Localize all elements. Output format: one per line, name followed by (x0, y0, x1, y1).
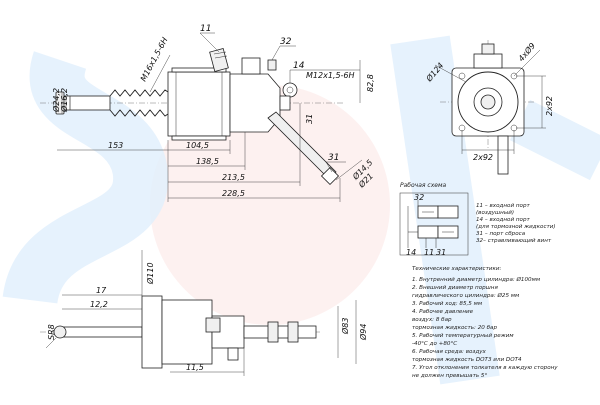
dim-sr8: SR8 (47, 324, 56, 340)
scheme-port-32: 32 (414, 193, 424, 202)
spec-line: 2. Внешний диаметр поршня (412, 285, 498, 291)
bottom-view: Ø110 17 12,2 SR8 Ø83 Ø94 11,5 (40, 250, 368, 376)
legend-line: 11 – входной порт (476, 203, 530, 209)
legend-line: (воздушный) (476, 210, 515, 216)
callout-11: 11 (200, 24, 211, 34)
dim-dia-83: Ø83 (340, 318, 350, 335)
dim-dia-94: Ø94 (358, 324, 368, 341)
callout-31: 31 (328, 153, 339, 163)
front-view: Ø124 4xØ9 2x92 2x92 (423, 40, 554, 175)
scheme-title: Рабочая схема (400, 182, 447, 189)
side-view: Ø24,2 Ø16,2 M16x1,5-6H 11 32 14 M12x1,5-… (40, 24, 375, 202)
spec-line: 6. Рабочая среда: воздух (412, 349, 486, 355)
spec-line: не должен превышать 5° (412, 373, 488, 379)
scheme-port-31: 31 (436, 248, 446, 257)
dim-228-5: 228,5 (222, 189, 245, 198)
dim-dia-24-2: Ø24,2 (51, 88, 61, 113)
dim-213-5: 213,5 (222, 173, 245, 182)
spec-line: 1. Внутренний диаметр цилиндра: Ø100мм (412, 277, 541, 283)
dim-104-5: 104,5 (186, 141, 209, 150)
dim-31: 31 (305, 114, 314, 124)
legend-line: (для тормозной жидкости) (476, 224, 556, 230)
dim-12-2: 12,2 (90, 300, 108, 309)
dim-2x92-vertical: 2x92 (545, 96, 554, 116)
legend-line: 14 – входной порт (476, 217, 530, 223)
spec-line: 3. Рабочий ход: 85,5 мм (412, 301, 483, 307)
legend-line: 31 – порт сброса (476, 231, 526, 237)
scheme-port-11: 11 (424, 248, 434, 257)
thread-m12: M12x1,5-6H (306, 71, 355, 80)
dim-153: 153 (108, 141, 123, 150)
legend-line: 32– стравливающий винт (476, 238, 552, 244)
scheme-legend: 11 – входной порт (воздушный) 14 – входн… (476, 203, 556, 245)
dim-dia-110: Ø110 (145, 262, 155, 285)
callout-32: 32 (280, 37, 292, 47)
dim-2x92-horizontal: 2x92 (473, 153, 493, 162)
specs-title: Технические характеристики: (412, 266, 502, 272)
dim-17: 17 (96, 286, 107, 295)
callout-14: 14 (293, 61, 305, 71)
spec-line: воздух: 8 бар (412, 317, 452, 323)
dim-11-5: 11,5 (186, 363, 204, 372)
dim-holes-4x9: 4xØ9 (516, 41, 537, 64)
dim-dia-16-2: Ø16,2 (59, 88, 69, 113)
spec-line: тормозная жидкость DOT3 или DOT4 (412, 357, 522, 363)
dim-dia-124: Ø124 (423, 60, 445, 84)
technical-specs: Технические характеристики: 1. Внутренни… (412, 265, 558, 380)
spec-line: 5. Рабочий температурный режим (412, 333, 514, 339)
spec-line: гидравлического цилиндра: Ø25 мм (412, 293, 520, 299)
scheme-port-14: 14 (406, 248, 416, 257)
dim-138-5: 138,5 (196, 157, 219, 166)
spec-line: тормозная жидкость: 20 бар (412, 325, 498, 331)
dim-82-8: 82,8 (366, 74, 375, 92)
working-scheme: 32 14 11 31 (399, 192, 469, 257)
spec-line: 4. Рабочее давление (412, 309, 474, 315)
spec-line: -40°С до +80°С (412, 341, 458, 347)
thread-m16: M16x1,5-6H (139, 36, 170, 83)
spec-line: 7. Угол отклонения толкателя в каждую ст… (412, 365, 558, 371)
